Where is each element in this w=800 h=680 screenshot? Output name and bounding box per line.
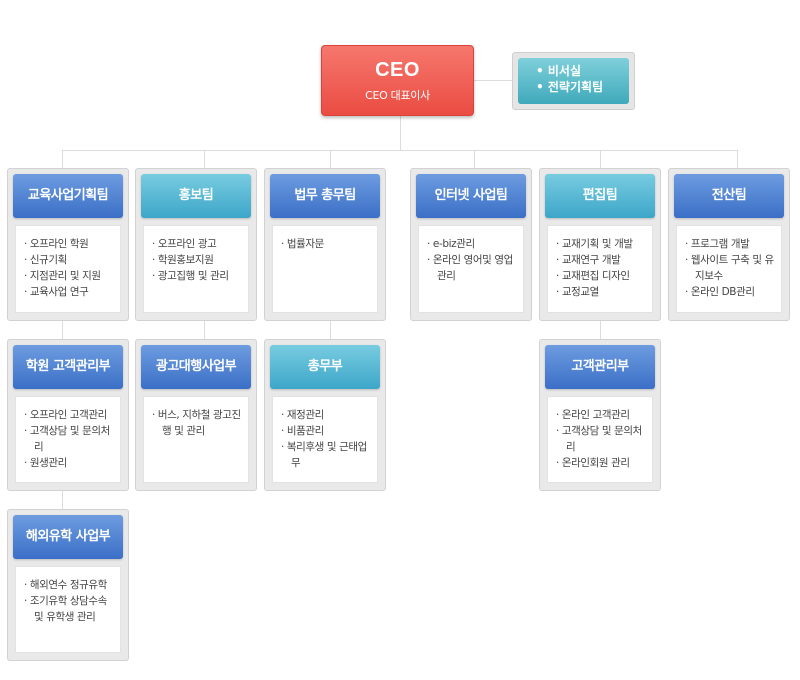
dept-body: 버스, 지하철 광고진행 및 관리 bbox=[143, 396, 249, 483]
dept-education-planning: 교육사업기획팀 오프라인 학원 신규기획 지점관리 및 지원 교육사업 연구 bbox=[7, 168, 129, 321]
connector-drop-2 bbox=[204, 150, 205, 168]
connector-col1-b bbox=[62, 491, 63, 509]
dept-body: e-biz관리 온라인 영어및 영업관리 bbox=[418, 225, 524, 313]
connector-col2-a bbox=[204, 321, 205, 339]
ceo-title: CEO bbox=[375, 59, 420, 81]
connector-ceo-support bbox=[474, 80, 512, 81]
dept-item: 웹사이트 구축 및 유지보수 bbox=[685, 252, 777, 284]
ceo-subtitle: CEO 대표이사 bbox=[365, 89, 430, 102]
dept-body: 교재기획 및 개발 교재연구 개발 교재편집 디자인 교정교열 bbox=[547, 225, 653, 313]
dept-legal-general: 법무 총무팀 법률자문 bbox=[264, 168, 386, 321]
dept-overseas-study: 해외유학 사업부 해외연수 정규유학 조기유학 상담수속 및 유학생 관리 bbox=[7, 509, 129, 661]
dept-item: 복리후생 및 근태업무 bbox=[281, 439, 373, 471]
dept-item: 해외연수 정규유학 bbox=[24, 577, 116, 593]
dept-item: 원생관리 bbox=[24, 455, 116, 471]
connector-drop-3 bbox=[330, 150, 331, 168]
dept-general-affairs: 총무부 재정관리 비품관리 복리후생 및 근태업무 bbox=[264, 339, 386, 491]
dept-item: 교재편집 디자인 bbox=[556, 268, 648, 284]
dept-header: 편집팀 bbox=[545, 174, 655, 218]
dept-item: 온라인 고객관리 bbox=[556, 407, 648, 423]
connector-horizontal-bus bbox=[62, 150, 737, 151]
dept-customer-management: 고객관리부 온라인 고객관리 고객상담 및 문의처리 온라인회원 관리 bbox=[539, 339, 661, 491]
dept-item: 법률자문 bbox=[281, 236, 373, 252]
dept-item: 고객상담 및 문의처리 bbox=[24, 423, 116, 455]
dept-item: 광고집행 및 관리 bbox=[152, 268, 244, 284]
support-box: 비서실 전략기획팀 bbox=[512, 52, 635, 110]
dept-item: 오프라인 학원 bbox=[24, 236, 116, 252]
dept-ad-agency: 광고대행사업부 버스, 지하철 광고진행 및 관리 bbox=[135, 339, 257, 491]
dept-item: 조기유학 상담수속 및 유학생 관리 bbox=[24, 593, 116, 625]
dept-body: 해외연수 정규유학 조기유학 상담수속 및 유학생 관리 bbox=[15, 566, 121, 653]
dept-item: 신규기획 bbox=[24, 252, 116, 268]
dept-item: 교재기획 및 개발 bbox=[556, 236, 648, 252]
connector-col5-a bbox=[600, 321, 601, 339]
dept-academy-customer: 학원 고객관리부 오프라인 고객관리 고객상담 및 문의처리 원생관리 bbox=[7, 339, 129, 491]
support-item: 비서실 bbox=[536, 63, 629, 79]
dept-header: 홍보팀 bbox=[141, 174, 251, 218]
dept-item: 교육사업 연구 bbox=[24, 284, 116, 300]
dept-item: 온라인 DB관리 bbox=[685, 284, 777, 300]
dept-item: 오프라인 광고 bbox=[152, 236, 244, 252]
dept-body: 법률자문 bbox=[272, 225, 378, 313]
dept-body: 오프라인 학원 신규기획 지점관리 및 지원 교육사업 연구 bbox=[15, 225, 121, 313]
dept-body: 오프라인 광고 학원홍보지원 광고집행 및 관리 bbox=[143, 225, 249, 313]
dept-item: 고객상담 및 문의처리 bbox=[556, 423, 648, 455]
dept-internet-business: 인터넷 사업팀 e-biz관리 온라인 영어및 영업관리 bbox=[410, 168, 532, 321]
connector-drop-6 bbox=[737, 150, 738, 168]
dept-body: 재정관리 비품관리 복리후생 및 근태업무 bbox=[272, 396, 378, 483]
dept-header: 고객관리부 bbox=[545, 345, 655, 389]
connector-drop-1 bbox=[62, 150, 63, 168]
dept-item: 지점관리 및 지원 bbox=[24, 268, 116, 284]
dept-header: 해외유학 사업부 bbox=[13, 515, 123, 559]
support-item: 전략기획팀 bbox=[536, 79, 629, 95]
dept-item: 버스, 지하철 광고진행 및 관리 bbox=[152, 407, 244, 439]
ceo-box: CEO CEO 대표이사 bbox=[321, 45, 474, 116]
dept-header: 교육사업기획팀 bbox=[13, 174, 123, 218]
dept-header: 법무 총무팀 bbox=[270, 174, 380, 218]
dept-it: 전산팀 프로그램 개발 웹사이트 구축 및 유지보수 온라인 DB관리 bbox=[668, 168, 790, 321]
dept-item: 프로그램 개발 bbox=[685, 236, 777, 252]
connector-ceo-trunk bbox=[400, 116, 401, 150]
connector-drop-5 bbox=[600, 150, 601, 168]
dept-body: 프로그램 개발 웹사이트 구축 및 유지보수 온라인 DB관리 bbox=[676, 225, 782, 313]
dept-header: 학원 고객관리부 bbox=[13, 345, 123, 389]
dept-editing: 편집팀 교재기획 및 개발 교재연구 개발 교재편집 디자인 교정교열 bbox=[539, 168, 661, 321]
connector-col1-a bbox=[62, 321, 63, 339]
dept-item: e-biz관리 bbox=[427, 236, 519, 252]
dept-item: 교정교열 bbox=[556, 284, 648, 300]
dept-pr: 홍보팀 오프라인 광고 학원홍보지원 광고집행 및 관리 bbox=[135, 168, 257, 321]
dept-header: 총무부 bbox=[270, 345, 380, 389]
dept-item: 학원홍보지원 bbox=[152, 252, 244, 268]
dept-body: 오프라인 고객관리 고객상담 및 문의처리 원생관리 bbox=[15, 396, 121, 483]
dept-item: 온라인회원 관리 bbox=[556, 455, 648, 471]
dept-header: 광고대행사업부 bbox=[141, 345, 251, 389]
dept-item: 온라인 영어및 영업관리 bbox=[427, 252, 519, 284]
dept-body: 온라인 고객관리 고객상담 및 문의처리 온라인회원 관리 bbox=[547, 396, 653, 483]
dept-header: 인터넷 사업팀 bbox=[416, 174, 526, 218]
dept-item: 비품관리 bbox=[281, 423, 373, 439]
dept-item: 교재연구 개발 bbox=[556, 252, 648, 268]
dept-item: 재정관리 bbox=[281, 407, 373, 423]
connector-col3-a bbox=[330, 321, 331, 339]
dept-item: 오프라인 고객관리 bbox=[24, 407, 116, 423]
support-list: 비서실 전략기획팀 bbox=[518, 58, 629, 104]
connector-drop-4 bbox=[474, 150, 475, 168]
dept-header: 전산팀 bbox=[674, 174, 784, 218]
